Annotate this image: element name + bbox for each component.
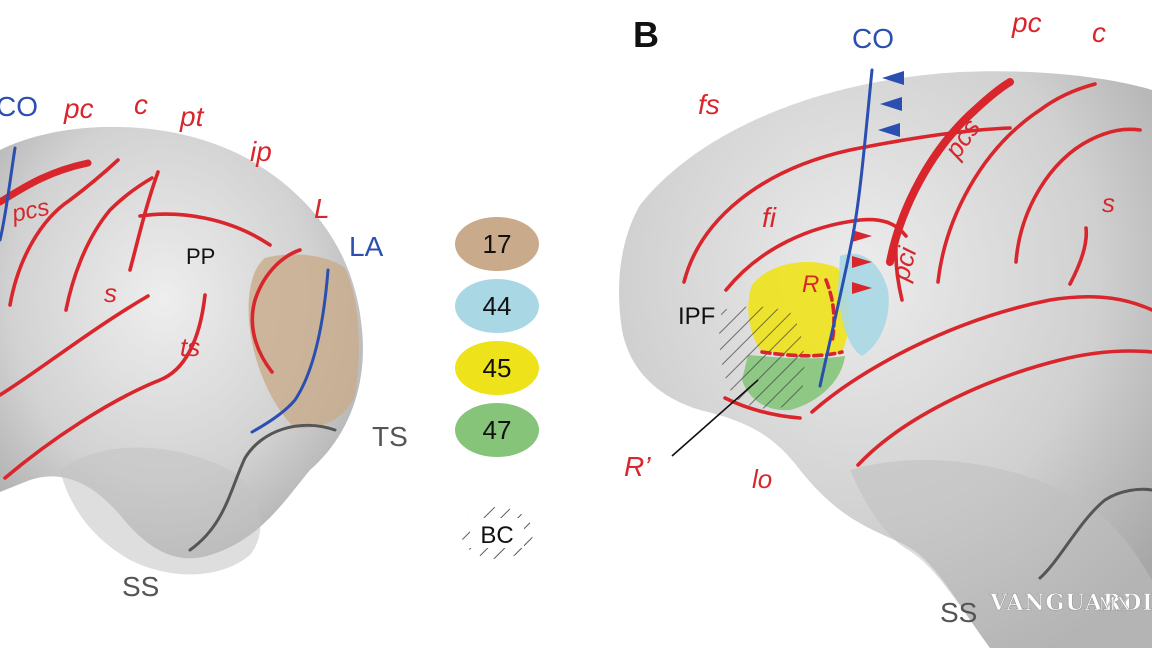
panel-b: B CO pc c fs pcs fi s pci R IPF R’ lo SS	[619, 7, 1152, 648]
panel-a-blue-lines	[0, 146, 330, 434]
legend-item-47: 47	[455, 403, 539, 457]
label-r-b: R	[802, 271, 819, 298]
sulcus-pcs-b	[886, 78, 1014, 266]
sulcus-l-a	[250, 248, 302, 374]
area-legend: 17 44 45 47	[455, 217, 539, 457]
line-co-b	[818, 68, 874, 388]
sulcus-c-b	[936, 82, 1097, 284]
legend-item-44: 44	[455, 279, 539, 333]
label-ss-a: SS	[122, 571, 159, 602]
legend-hatch-item: BC	[461, 507, 533, 559]
legend-swatch-44	[455, 279, 539, 333]
red-arrow-2	[852, 256, 872, 268]
legend-swatch-45	[455, 341, 539, 395]
panel-b-letter: B	[633, 14, 659, 55]
blue-arrow-3	[878, 123, 900, 137]
label-pc-b: pc	[1011, 7, 1042, 38]
sulcus-s2-b	[1068, 226, 1089, 286]
legend-label-47: 47	[483, 415, 512, 445]
label-ts-a: ts	[180, 332, 200, 362]
legend-item-45: 45	[455, 341, 539, 395]
label-ts-caps-a: TS	[372, 421, 408, 452]
legend-label-44: 44	[483, 291, 512, 321]
label-ip-a: ip	[250, 136, 272, 167]
sulcus-pt-a	[128, 170, 160, 272]
label-fs-b: fs	[698, 89, 720, 120]
panel-b-blue-lines	[818, 68, 904, 388]
label-s-b: s	[1102, 188, 1115, 218]
sulcus-ip-a	[138, 212, 272, 247]
label-co-a: CO	[0, 91, 38, 122]
label-co-b: CO	[852, 23, 894, 54]
legend-swatch-47	[455, 403, 539, 457]
line-ss-a	[188, 423, 337, 552]
label-la-a: LA	[349, 231, 384, 262]
red-arrow-1	[852, 230, 872, 242]
line-co-a	[0, 146, 17, 242]
label-ss-b: SS	[940, 597, 977, 628]
sulcus-r-base-b	[760, 350, 844, 358]
sulcus-lateral-b	[810, 294, 1152, 414]
panel-a-area-17	[248, 254, 359, 429]
blue-arrow-1	[882, 71, 904, 85]
sulcus-ts-a	[3, 293, 207, 480]
watermark-suffix: MX	[1098, 594, 1131, 615]
blue-arrowheads	[878, 71, 904, 137]
legend-hatch-label-bg	[470, 518, 524, 548]
label-s-a: s	[104, 278, 117, 308]
label-l-a: L	[314, 193, 330, 224]
blue-arrow-2	[880, 97, 902, 111]
panel-b-red-arrows	[852, 230, 872, 294]
label-r-prime-b: R’	[624, 451, 651, 482]
label-pc-a: pc	[63, 93, 94, 124]
sulcus-pci-b	[894, 226, 904, 302]
sulcus-sts-b	[856, 349, 1152, 467]
panel-b-temporal-lobe	[850, 460, 1152, 648]
panel-b-sulci	[682, 78, 1152, 467]
sulcus-pc-a	[8, 158, 120, 307]
pointer-line-r-prime	[671, 379, 759, 457]
legend-label-45: 45	[483, 353, 512, 383]
watermark: VANGUARDIA MX	[989, 590, 1152, 617]
label-ipf-b: IPF	[678, 303, 715, 330]
panel-a-temporal-lobe	[60, 447, 261, 575]
label-c-b: c	[1092, 17, 1106, 48]
panel-b-area-44	[838, 253, 889, 356]
legend-swatch-17	[455, 217, 539, 271]
label-lo-b: lo	[752, 464, 772, 494]
sulcus-fi-b	[724, 217, 908, 292]
label-pt-a: pt	[179, 101, 205, 132]
watermark-text: VANGUARDIA	[989, 590, 1152, 616]
panel-b-ipf-hatch	[719, 306, 805, 409]
legend-label-17: 17	[483, 229, 512, 259]
line-la-a	[250, 268, 330, 434]
sulcus-s1-b	[1014, 127, 1142, 264]
label-c-a: c	[134, 89, 148, 120]
legend-hatch-label: BC	[480, 522, 513, 549]
panel-a-brain-surface	[0, 126, 363, 559]
panel-a: CO pc c pt ip pcs L LA PP s ts TS SS	[0, 89, 408, 602]
label-pp-a: PP	[186, 244, 215, 269]
label-fi-b: fi	[762, 202, 777, 233]
red-arrow-3	[852, 282, 872, 294]
sulcus-r-b	[824, 278, 836, 344]
sulcus-lo-b	[723, 396, 802, 420]
panel-a-gray-lines	[188, 423, 337, 552]
line-ss-b	[1038, 487, 1152, 580]
sulcus-c-a	[64, 176, 154, 312]
sulcus-s-a	[0, 294, 150, 397]
legend-item-17: 17	[455, 217, 539, 271]
